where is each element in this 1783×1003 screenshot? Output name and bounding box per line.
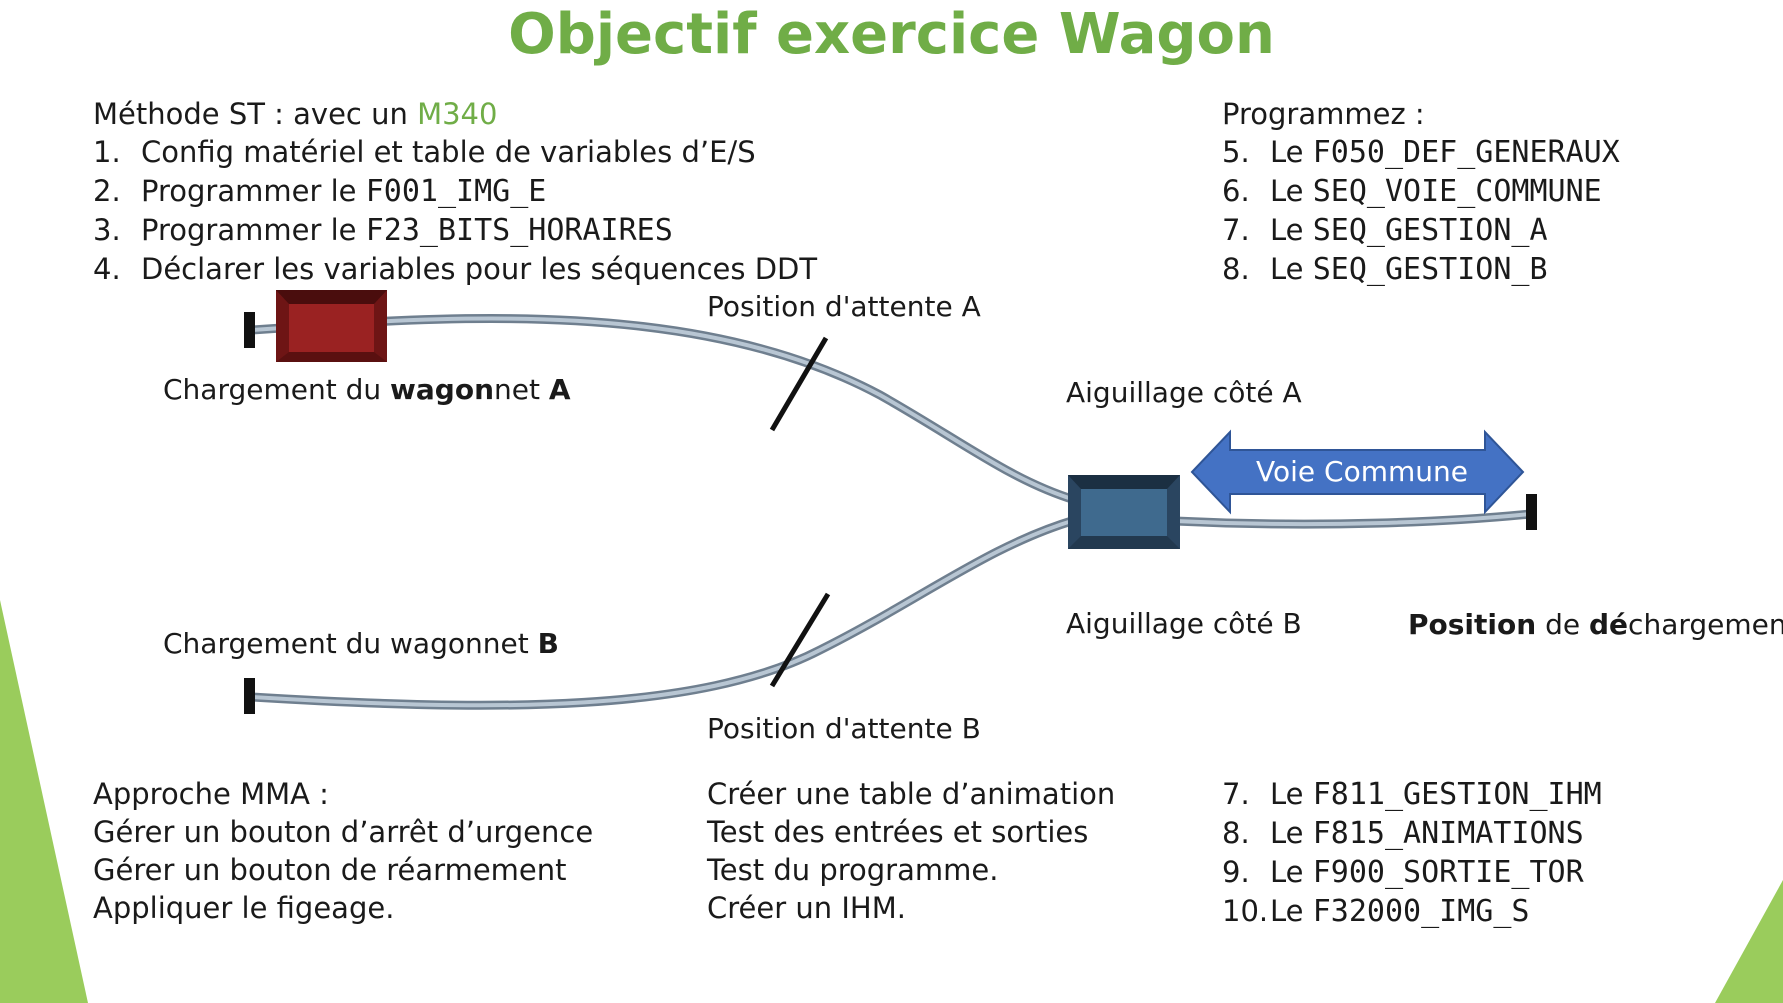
track-b: [247, 515, 1080, 710]
chargement-a-label: Chargement du wagonnet A: [163, 373, 571, 406]
list-item: 3.Programmer le F23_BITS_HORAIRES: [93, 213, 673, 248]
programmez-label: Programmez :: [1222, 97, 1425, 131]
voie-commune-arrow: [1190, 429, 1525, 515]
list-item: 8.Le F815_ANIMATIONS: [1222, 816, 1584, 851]
track-b-highlight: [250, 518, 1077, 708]
list-item: 4.Déclarer les variables pour les séquen…: [93, 252, 818, 286]
chargement-b-label: Chargement du wagonnet B: [163, 627, 559, 660]
track-a-highlight: [250, 316, 1077, 502]
list-item: 7.Le SEQ_GESTION_A: [1222, 213, 1548, 248]
dechargement-label: Position de déchargement: [1408, 608, 1783, 641]
marker-attente-b: [769, 592, 831, 688]
list-item: 7.Le F811_GESTION_IHM: [1222, 777, 1602, 812]
list-item: Appliquer le figeage.: [93, 891, 395, 925]
list-item: Gérer un bouton de réarmement: [93, 853, 567, 887]
aiguillage-a-label: Aiguillage côté A: [1066, 376, 1302, 409]
programmez-2-block: 7.Le F811_GESTION_IHM 8.Le F815_ANIMATIO…: [1222, 775, 1602, 931]
list-item: Gérer un bouton d’arrêt d’urgence: [93, 815, 594, 849]
right-green-accent: [1715, 880, 1783, 1003]
end-stop-unload: [1526, 494, 1537, 530]
list-item: 10.Le F32000_IMG_S: [1222, 894, 1530, 929]
list-item: Créer une table d’animation: [707, 777, 1116, 811]
list-item: 9.Le F900_SORTIE_TOR: [1222, 855, 1584, 890]
position-attente-a-label: Position d'attente A: [707, 290, 981, 323]
methode-st-label: Méthode ST : avec un M340: [93, 97, 498, 131]
approche-mma-label: Approche MMA :: [93, 777, 329, 811]
aiguillage-b-label: Aiguillage côté B: [1066, 607, 1302, 640]
list-item: Test des entrées et sorties: [707, 815, 1089, 849]
tests-block: Créer une table d’animation Test des ent…: [707, 775, 1115, 927]
wagon-a: [276, 290, 387, 362]
switch-box: [1068, 475, 1180, 549]
marker-attente-a: [769, 336, 829, 432]
left-green-accent: [0, 600, 88, 1003]
end-stop-b: [244, 678, 255, 714]
end-stop-a: [244, 312, 255, 348]
list-item: Test du programme.: [707, 853, 999, 887]
position-attente-b-label: Position d'attente B: [707, 712, 981, 745]
methode-st-block: Méthode ST : avec un M340 1.Config matér…: [93, 95, 817, 289]
approche-mma-block: Approche MMA : Gérer un bouton d’arrêt d…: [93, 775, 593, 927]
list-item: Créer un IHM.: [707, 891, 906, 925]
voie-commune-label: Voie Commune: [1256, 455, 1468, 488]
slide-title: Objectif exercice Wagon: [508, 2, 1275, 67]
list-item: 2.Programmer le F001_IMG_E: [93, 174, 547, 209]
list-item: 5.Le F050_DEF_GENERAUX: [1222, 135, 1620, 170]
list-item: 6.Le SEQ_VOIE_COMMUNE: [1222, 174, 1602, 209]
programmez-block: Programmez : 5.Le F050_DEF_GENERAUX 6.Le…: [1222, 95, 1620, 289]
list-item: 8.Le SEQ_GESTION_B: [1222, 252, 1548, 287]
plc-name: M340: [417, 97, 498, 131]
list-item: 1.Config matériel et table de variables …: [93, 135, 756, 169]
track-common-highlight: [1173, 512, 1532, 527]
